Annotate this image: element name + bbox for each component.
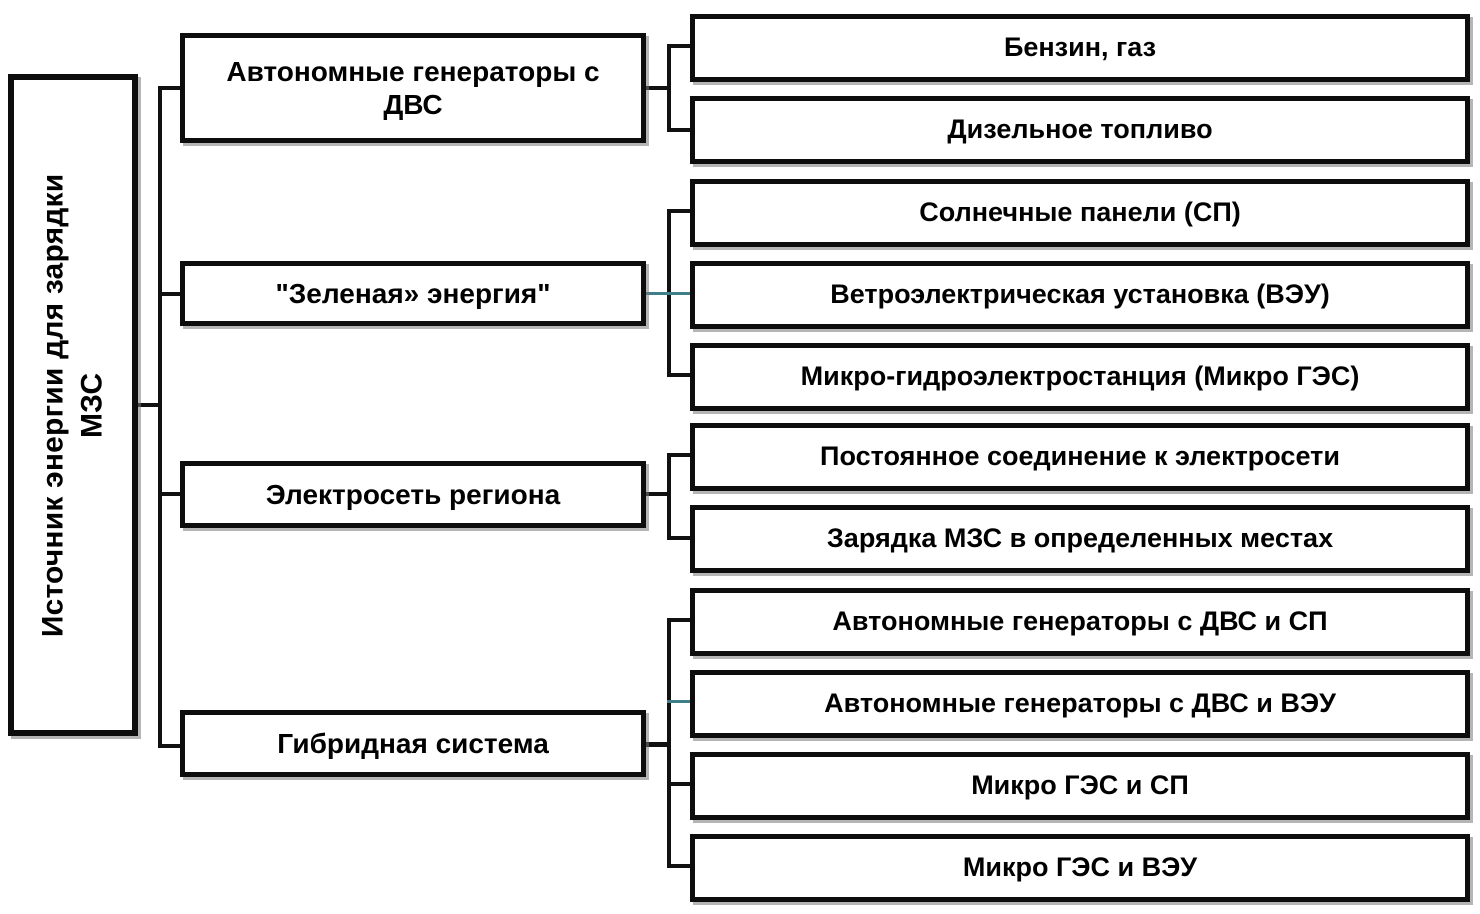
category-label-green-energy: "Зеленая» энергия" [275, 277, 551, 309]
leaf-label-ice-and-solar: Автономные генераторы с ДВС и СП [832, 606, 1328, 637]
root-node-energy-source[interactable]: Источник энергии для зарядки МЗС [8, 74, 138, 736]
leaf-node-hydro-and-wind[interactable]: Микро ГЭС и ВЭУ [690, 834, 1470, 902]
connector-hybrid-system-stub [645, 742, 671, 747]
leaf-node-ice-and-wind[interactable]: Автономные генераторы с ДВС и ВЭУ [690, 670, 1470, 738]
connector-to-hydro-and-wind [667, 864, 693, 868]
connector-root-stub [138, 403, 162, 407]
category-node-hybrid-system[interactable]: Гибридная система [180, 710, 646, 777]
connector-to-diesel-fuel [667, 128, 693, 132]
leaf-label-ice-and-wind: Автономные генераторы с ДВС и ВЭУ [824, 688, 1336, 719]
leaf-label-charging-at-locations: Зарядка МЗС в определенных местах [826, 523, 1334, 554]
root-node-label-line2: МЗС [76, 372, 110, 438]
leaf-node-petrol-gas[interactable]: Бензин, газ [690, 14, 1470, 82]
leaf-label-permanent-grid-connection: Постоянное соединение к электросети [820, 441, 1340, 472]
connector-root-to-regional-grid [158, 492, 184, 496]
leaf-node-micro-hydro[interactable]: Микро-гидроэлектростанция (Микро ГЭС) [690, 343, 1470, 411]
connector-to-petrol-gas [667, 44, 693, 48]
connector-regional-grid-stub [645, 492, 671, 496]
leaf-node-permanent-grid-connection[interactable]: Постоянное соединение к электросети [690, 423, 1470, 491]
connector-to-wind-turbine [667, 292, 693, 295]
connector-to-ice-and-solar [667, 618, 693, 622]
connector-regional-grid-trunk [667, 454, 671, 540]
leaf-node-diesel-fuel[interactable]: Дизельное топливо [690, 96, 1470, 164]
connector-to-charging-at-locations [667, 536, 693, 540]
connector-ice-generators-stub [645, 86, 671, 90]
leaf-label-wind-turbine: Ветроэлектрическая установка (ВЭУ) [830, 279, 1330, 310]
leaf-label-diesel-fuel: Дизельное топливо [947, 114, 1213, 145]
connector-ice-generators-trunk [667, 46, 671, 132]
leaf-label-petrol-gas: Бензин, газ [1003, 32, 1157, 63]
connector-root-to-green-energy [158, 292, 184, 296]
connector-to-solar-panels [667, 209, 693, 213]
leaf-node-wind-turbine[interactable]: Ветроэлектрическая установка (ВЭУ) [690, 261, 1470, 329]
category-node-ice-generators[interactable]: Автономные генераторы с ДВС [180, 33, 646, 143]
leaf-label-hydro-and-wind: Микро ГЭС и ВЭУ [962, 852, 1198, 883]
connector-to-micro-hydro [667, 373, 693, 377]
root-node-label-line1: Источник энергии для зарядки [36, 173, 70, 637]
leaf-node-charging-at-locations[interactable]: Зарядка МЗС в определенных местах [690, 505, 1470, 573]
category-node-regional-grid[interactable]: Электросеть региона [180, 461, 646, 528]
connector-root-trunk [158, 88, 162, 748]
connector-hybrid-system-trunk [667, 620, 671, 868]
connector-root-to-ice-generators [158, 86, 184, 90]
leaf-node-hydro-and-solar[interactable]: Микро ГЭС и СП [690, 752, 1470, 820]
connector-root-to-hybrid-system [158, 744, 184, 748]
connector-to-hydro-and-solar [667, 782, 693, 786]
leaf-label-hydro-and-solar: Микро ГЭС и СП [971, 770, 1189, 801]
leaf-label-solar-panels: Солнечные панели (СП) [919, 197, 1241, 228]
category-label-ice-generators: Автономные генераторы с ДВС [226, 55, 600, 120]
leaf-node-ice-and-solar[interactable]: Автономные генераторы с ДВС и СП [690, 588, 1470, 656]
connector-to-permanent-grid-connection [667, 453, 693, 457]
connector-green-energy-stub [645, 292, 671, 295]
category-label-regional-grid: Электросеть региона [265, 478, 561, 510]
category-node-green-energy[interactable]: "Зеленая» энергия" [180, 261, 646, 326]
leaf-node-solar-panels[interactable]: Солнечные панели (СП) [690, 179, 1470, 247]
connector-to-ice-and-wind [667, 700, 693, 703]
root-node-label: Источник энергии для зарядки МЗС [36, 173, 111, 637]
leaf-label-micro-hydro: Микро-гидроэлектростанция (Микро ГЭС) [800, 361, 1360, 392]
category-label-hybrid-system: Гибридная система [277, 727, 549, 759]
